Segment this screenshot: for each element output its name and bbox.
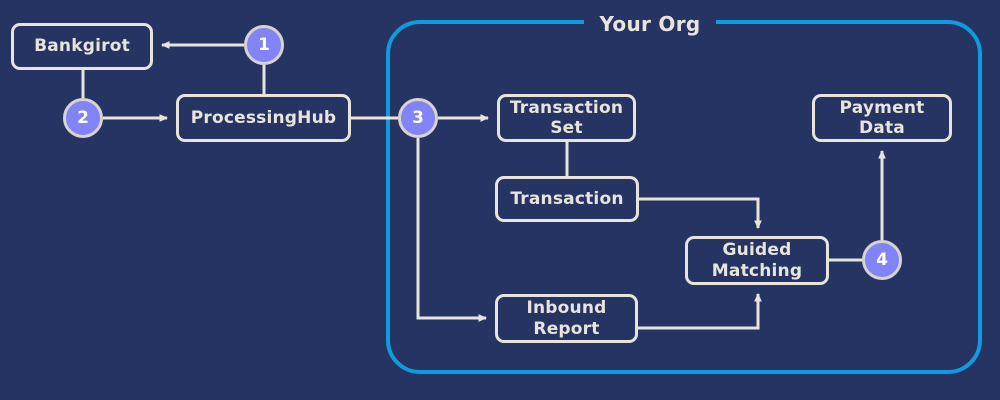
edge-step3-to-inbound-report (416, 138, 488, 322)
step-marker-4[interactable]: 4 (862, 240, 902, 280)
step-marker-4-label: 4 (876, 250, 888, 270)
edge-inbound-report-to-guided-matching (638, 292, 762, 330)
node-transaction-set[interactable]: Transaction Set (497, 94, 636, 142)
node-payment-data[interactable]: Payment Data (812, 94, 952, 142)
node-bankgirot-label: Bankgirot (34, 36, 130, 57)
step-marker-1-label: 1 (258, 35, 270, 55)
org-group-border (386, 20, 982, 374)
node-inbound-report-label: Inbound Report (526, 298, 607, 339)
node-bankgirot[interactable]: Bankgirot (11, 23, 153, 70)
step-marker-3-label: 3 (412, 108, 424, 128)
step-marker-2[interactable]: 2 (63, 98, 103, 138)
node-guided-matching[interactable]: Guided Matching (685, 236, 829, 285)
step-marker-3[interactable]: 3 (398, 98, 438, 138)
node-payment-data-label: Payment Data (839, 97, 925, 138)
node-transaction-label: Transaction (510, 188, 624, 209)
org-group-title: Your Org (584, 12, 716, 36)
node-transaction-set-label: Transaction Set (509, 97, 624, 138)
node-guided-matching-label: Guided Matching (711, 240, 803, 281)
step-marker-1[interactable]: 1 (244, 25, 284, 65)
node-processinghub[interactable]: ProcessingHub (176, 94, 351, 142)
node-transaction[interactable]: Transaction (495, 176, 639, 222)
node-inbound-report[interactable]: Inbound Report (495, 294, 638, 343)
org-group-title-label: Your Org (599, 12, 701, 36)
step-marker-2-label: 2 (77, 108, 89, 128)
edge-transaction-to-guided-matching (639, 197, 762, 230)
node-processinghub-label: ProcessingHub (190, 107, 337, 128)
